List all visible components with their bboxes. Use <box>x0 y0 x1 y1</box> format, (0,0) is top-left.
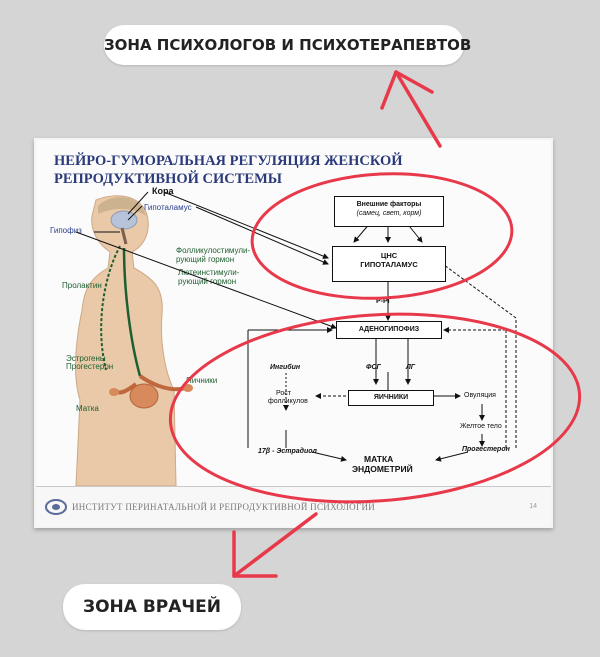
hypothalamus-label: ГИПОТАЛАМУС <box>360 260 418 269</box>
uterus-label: МАТКА <box>364 454 394 464</box>
institute-name: ИНСТИТУТ ПЕРИНАТАЛЬНОЙ И РЕПРОДУКТИВНОЙ … <box>72 502 376 512</box>
ovulation-label: Овуляция <box>464 392 496 399</box>
ovaries-box: ЯИЧНИКИ <box>348 390 434 406</box>
estradiol-label: 17β - Эстрадиол <box>258 448 317 455</box>
label-lh-2: рующий гормон <box>178 277 237 286</box>
cns-label: ЦНС <box>380 251 398 260</box>
label-hypothalamus: Гипоталамус <box>144 203 192 212</box>
label-pituitary: Гипофиз <box>50 226 82 235</box>
corpus-luteum-label: Желтое тело <box>460 423 502 430</box>
institute-logo-icon <box>45 499 67 515</box>
fsh-label: ФСГ <box>366 364 381 371</box>
annotation-arrow-up-head <box>380 70 434 110</box>
cns-hypothalamus-box: ЦНС ГИПОТАЛАМУС <box>332 246 446 282</box>
annotation-arrow-down-head <box>232 530 278 578</box>
follicle-growth-1: Рост <box>276 390 291 397</box>
adenohypophysis-box: АДЕНОГИПОФИЗ <box>336 321 442 339</box>
progesterone-label: Прогестерон <box>462 446 510 453</box>
label-estrogens-2: Прогестерон <box>66 362 114 371</box>
label-prolactin: Пролактин <box>62 281 102 290</box>
slide-page-number: 14 <box>529 503 537 510</box>
psychologists-zone-caption: ЗОНА ПСИХОЛОГОВ И ПСИХОТЕРАПЕВТОВ <box>104 25 471 65</box>
endometrium-label: ЭНДОМЕТРИЙ <box>352 464 413 474</box>
external-factors-box: Внешние факторы (самец, свет, корм) <box>334 196 444 227</box>
external-factors-subtitle: (самец, свет, корм) <box>356 210 422 217</box>
label-lh-1: Лютеинстимули- <box>178 268 240 277</box>
slide: НЕЙРО-ГУМОРАЛЬНАЯ РЕГУЛЯЦИЯ ЖЕНСКОЙ РЕПР… <box>36 140 551 526</box>
lh-label: ЛГ <box>406 364 416 371</box>
label-estrogens-1: Эстрогены <box>66 354 106 363</box>
slide-title-line2: РЕПРОДУКТИВНОЙ СИСТЕМЫ <box>54 171 283 187</box>
inhibin-label: Ингибин <box>270 364 301 371</box>
label-fsh-1: Фолликулостимули- <box>176 246 251 255</box>
presentation-board: НЕЙРО-ГУМОРАЛЬНАЯ РЕГУЛЯЦИЯ ЖЕНСКОЙ РЕПР… <box>34 138 553 528</box>
slide-title-line1: НЕЙРО-ГУМОРАЛЬНАЯ РЕГУЛЯЦИЯ ЖЕНСКОЙ <box>54 153 403 169</box>
doctors-zone-caption: ЗОНА ВРАЧЕЙ <box>63 584 241 630</box>
follicle-growth-2: фолликулов <box>268 398 308 405</box>
rg-label: Р-РГ <box>376 298 392 305</box>
external-factors-title: Внешние факторы <box>356 201 422 208</box>
label-kora: Кора <box>152 186 174 196</box>
flow-diagram-lines <box>75 191 517 462</box>
label-uterus: Матка <box>76 404 99 413</box>
slide-footer: ИНСТИТУТ ПЕРИНАТАЛЬНОЙ И РЕПРОДУКТИВНОЙ … <box>36 486 551 527</box>
label-fsh-2: рующий гормон <box>176 255 235 264</box>
annotation-arrow-up <box>394 70 442 148</box>
